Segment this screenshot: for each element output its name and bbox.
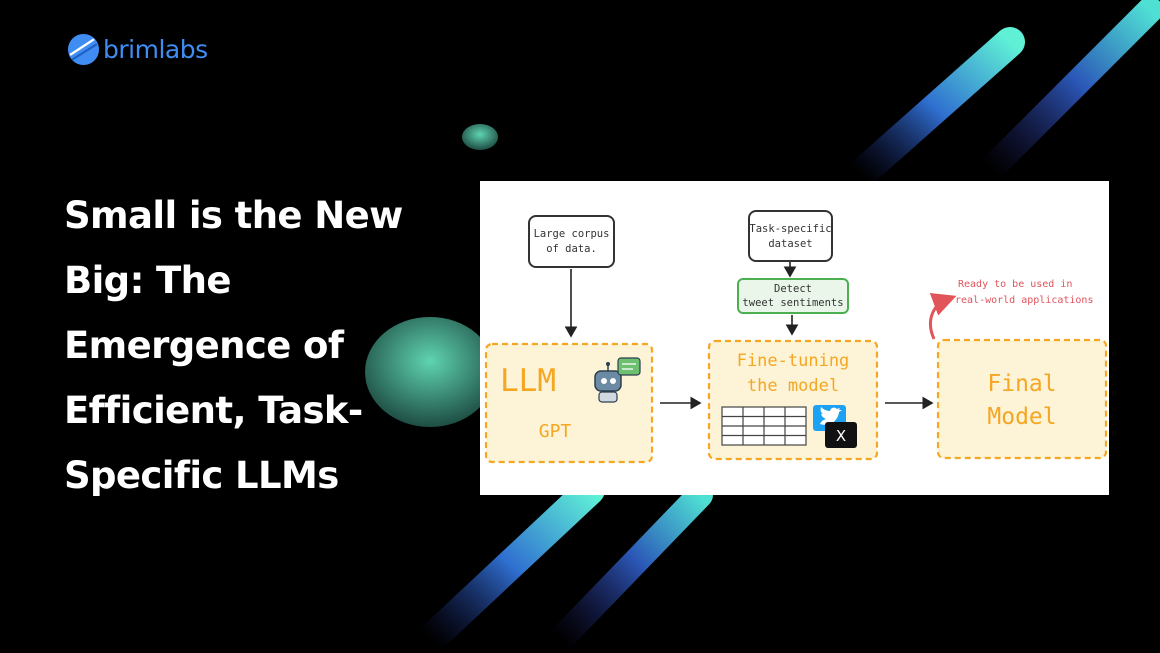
finetune-title-line: the model (747, 376, 839, 396)
curved-arrow-icon (929, 293, 957, 340)
corpus-label-line: of data. (546, 243, 597, 255)
title-line: Efficient, Task- (64, 389, 363, 432)
title-line: Specific LLMs (64, 454, 339, 497)
task-dataset-label-line: dataset (768, 238, 812, 250)
detect-label-line: tweet sentiments (742, 297, 843, 309)
x-logo-text: X (836, 427, 846, 445)
title-line: Small is the New (64, 194, 403, 237)
large-blob (365, 317, 495, 427)
robot-icon (594, 362, 622, 403)
finetune-box: Fine-tuning the model X (707, 339, 879, 461)
final-title-line: Final (987, 371, 1056, 397)
ready-note: Ready to be used in real-world applicati… (929, 279, 1093, 340)
llm-subtitle: GPT (539, 421, 572, 442)
finetune-title-line: Fine-tuning (737, 351, 850, 371)
brand-logo[interactable]: brimlabs (67, 33, 208, 66)
brimlabs-logo-icon (67, 33, 100, 66)
llm-title: LLM (500, 363, 556, 399)
detect-sentiments-box: Detect tweet sentiments (737, 278, 849, 314)
task-dataset-label-line: Task-specific (749, 223, 831, 235)
chat-bubble-icon (617, 357, 641, 376)
title-line: Big: The (64, 259, 232, 302)
corpus-label-line: Large corpus (534, 228, 610, 240)
stripe-2 (977, 0, 1160, 183)
brand-name: brimlabs (103, 35, 208, 64)
table-grid-icon (721, 406, 807, 446)
page-title: Small is the New Big: The Emergence of E… (64, 183, 454, 508)
task-dataset-box: Task-specific dataset (748, 210, 833, 262)
pipeline-diagram: Large corpus of data. LLM GPT (480, 181, 1109, 495)
llm-box: LLM GPT (484, 342, 654, 464)
final-title-line: Model (987, 404, 1056, 430)
corpus-box: Large corpus of data. (528, 215, 615, 268)
stripe-4 (547, 482, 713, 653)
small-blob (462, 124, 498, 150)
stripe-3 (415, 475, 605, 653)
ready-note-line: real-world applications (955, 295, 1093, 306)
final-model-box: Final Model (936, 338, 1108, 460)
ready-note-line: Ready to be used in (958, 279, 1072, 290)
x-logo-icon: X (825, 422, 857, 448)
detect-label-line: Detect (774, 283, 812, 295)
title-line: Emergence of (64, 324, 344, 367)
stripe-1 (845, 27, 1025, 190)
